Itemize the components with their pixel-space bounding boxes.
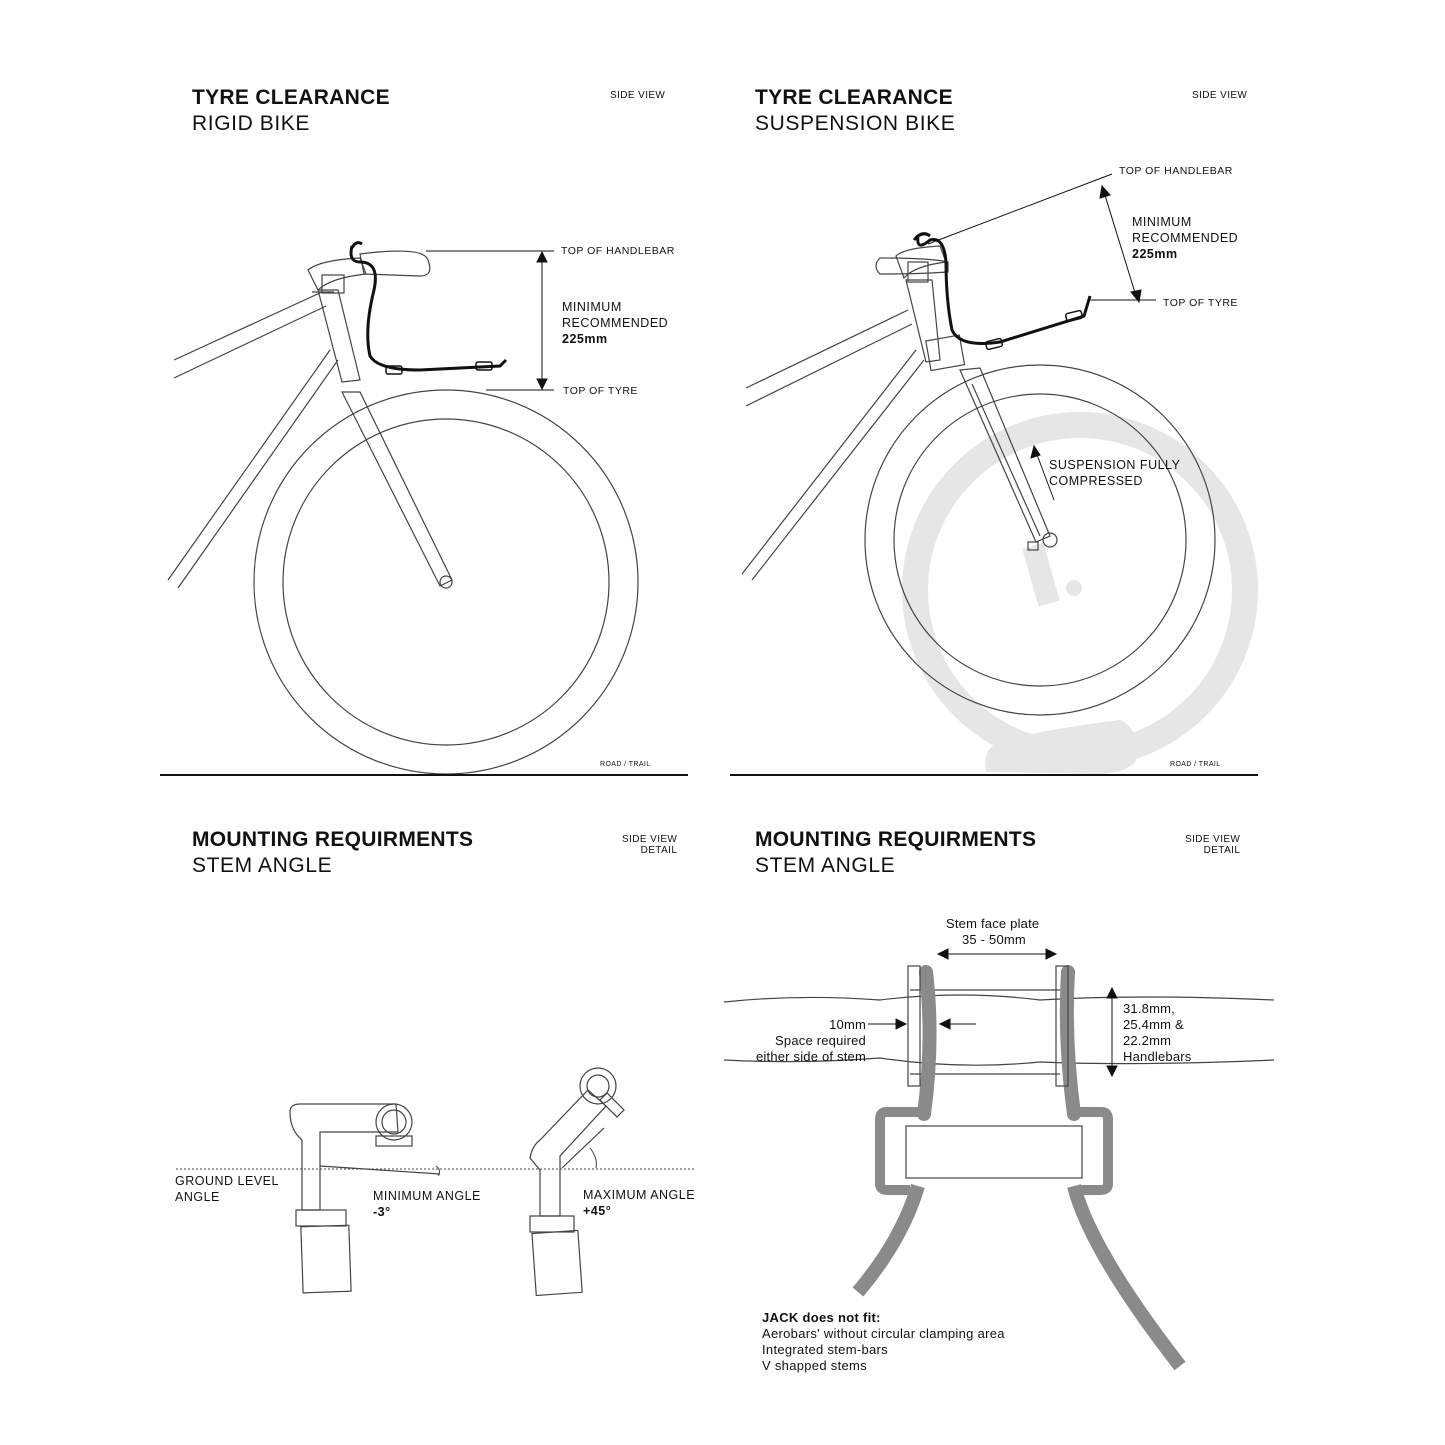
rigid-bag-holder [349,241,508,372]
face-plate-dimension [936,948,1058,960]
ground-line2: ANGLE [175,1190,220,1204]
space-line3: either side of stem [755,1049,866,1064]
stem-face-view-line2: DETAIL [1203,845,1241,856]
suspension-top-handlebar-label: TOP OF HANDLEBAR [1119,165,1233,177]
faceplate-line2: 35 - 50mm [962,932,1026,947]
suspension-ghost-fork [1022,542,1082,607]
faceplate-label: Stem face plate 35 - 50mm [946,916,1039,948]
bars-line4: Handlebars [1123,1049,1192,1064]
stem-angle-subtitle: STEM ANGLE [192,854,333,877]
max-angle-text: MAXIMUM ANGLE [583,1188,696,1202]
stem-angle-view-tag: SIDE VIEW DETAIL [622,834,677,856]
stem-face-subtitle: STEM ANGLE [755,854,896,877]
clamp-frame [875,1107,1113,1195]
rigid-top-tyre-label: TOP OF TYRE [563,385,638,397]
stem-face-title: MOUNTING REQUIRMENTS [755,828,1037,851]
suspension-min-line1: MINIMUM [1132,215,1192,229]
space-label: 10mm Space required either side of stem [744,1017,866,1065]
not-fit-note: JACK does not fit: Aerobars' without cir… [762,1310,1005,1374]
bars-line3: 22.2mm [1123,1033,1172,1048]
faceplate-line1: Stem face plate [946,916,1040,931]
rigid-view-tag: SIDE VIEW [610,90,666,101]
stem-angle-title: MOUNTING REQUIRMENTS [192,828,474,851]
rigid-top-handlebar-label: TOP OF HANDLEBAR [561,245,675,257]
clamp-arms [917,965,1081,1121]
max-angle-label: MAXIMUM ANGLE +45° [583,1187,695,1219]
not-fit-item: V shapped stems [762,1358,867,1373]
stem-face-plate [905,965,1083,1179]
suspension-surface-label: ROAD / TRAIL [1170,761,1221,768]
ground-level-label: GROUND LEVEL ANGLE [175,1173,279,1205]
ground-line1: GROUND LEVEL [175,1174,279,1188]
suspension-bag-holder [912,232,1092,345]
compressed-line2: COMPRESSED [1049,474,1143,488]
suspension-bike-drawing [741,245,1216,716]
space-dimension [868,1018,976,1030]
suspension-min-label: MINIMUM RECOMMENDED 225mm [1132,214,1238,262]
rigid-min-label: MINIMUM RECOMMENDED 225mm [562,299,668,347]
suspension-min-value: 225mm [1132,247,1178,261]
space-line1: 10mm [829,1017,866,1032]
suspension-min-line2: RECOMMENDED [1132,231,1239,245]
stem-angle-view-line1: SIDE VIEW [622,834,678,845]
suspension-compressed-label: SUSPENSION FULLY COMPRESSED [1049,457,1180,489]
max-angle-value: +45° [583,1204,612,1218]
stem-angle-view-line2: DETAIL [640,845,678,856]
handlebar-sizes-label: 31.8mm, 25.4mm & 22.2mm Handlebars [1123,1001,1192,1065]
suspension-bag-clips [984,309,1084,351]
not-fit-item: Aerobars' without circular clamping area [762,1326,1005,1341]
rigid-min-line1: MINIMUM [562,300,622,314]
min-angle-value: -3° [373,1205,391,1219]
rigid-title: TYRE CLEARANCE [192,86,390,109]
compressed-line1: SUSPENSION FULLY [1049,458,1181,472]
handlebar-dimension [1106,986,1118,1078]
min-angle-label: MINIMUM ANGLE -3° [373,1188,481,1220]
suspension-dimension [927,173,1156,304]
rigid-bag-clips [385,361,493,375]
suspension-subtitle: SUSPENSION BIKE [755,112,956,135]
mounting-legs [852,1183,1186,1371]
space-line2: Space required [775,1033,866,1048]
max-angle-stem [529,1067,625,1297]
suspension-top-tyre-label: TOP OF TYRE [1163,297,1238,309]
rigid-dimension [426,250,554,391]
bars-line1: 31.8mm, [1123,1001,1175,1016]
min-angle-stem [289,1103,441,1294]
stem-face-view-tag: SIDE VIEW DETAIL [1185,834,1240,856]
suspension-ghost-tyre [985,720,1137,774]
handlebar-outline [723,989,1275,1075]
suspension-view-tag: SIDE VIEW [1192,90,1248,101]
not-fit-item: Integrated stem-bars [762,1342,888,1357]
rigid-surface-label: ROAD / TRAIL [600,761,651,768]
rigid-min-value: 225mm [562,332,608,346]
compression-arrow [1030,444,1055,501]
bars-line2: 25.4mm & [1123,1017,1184,1032]
rigid-subtitle: RIGID BIKE [192,112,311,135]
stem-face-view-line1: SIDE VIEW [1185,834,1241,845]
not-fit-title: JACK does not fit: [762,1310,881,1325]
suspension-title: TYRE CLEARANCE [755,86,953,109]
rigid-min-line2: RECOMMENDED [562,316,669,330]
min-angle-text: MINIMUM ANGLE [373,1189,481,1203]
